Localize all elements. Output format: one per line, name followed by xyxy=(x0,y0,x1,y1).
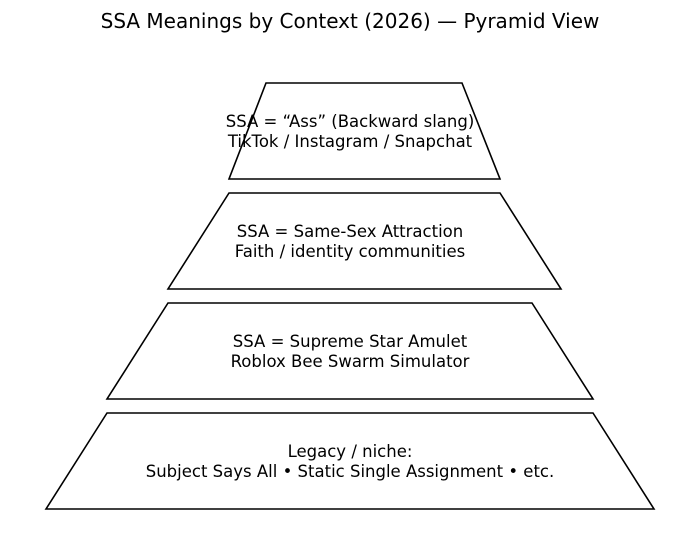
tier-label-line1: SSA = Same-Sex Attraction xyxy=(237,222,463,241)
tier-label-line2: TikTok / Instagram / Snapchat xyxy=(227,132,473,151)
tier-base: Legacy / niche: Subject Says All • Stati… xyxy=(44,412,656,510)
tier-label-line2: Subject Says All • Static Single Assignm… xyxy=(146,462,555,481)
tier-label-line2: Roblox Bee Swarm Simulator xyxy=(231,352,470,371)
tier-shape xyxy=(227,82,502,180)
tier-label-line1: SSA = Supreme Star Amulet xyxy=(233,332,468,351)
tier-third: SSA = Supreme Star Amulet Roblox Bee Swa… xyxy=(105,302,595,400)
diagram-title: SSA Meanings by Context (2026) — Pyramid… xyxy=(100,9,600,33)
tier-label-line1: SSA = “Ass” (Backward slang) xyxy=(226,112,475,131)
tier-shape xyxy=(105,302,595,400)
tier-shape xyxy=(166,192,563,290)
tier-shape xyxy=(44,412,656,510)
tier-top: SSA = “Ass” (Backward slang) TikTok / In… xyxy=(226,82,502,180)
tier-label-line2: Faith / identity communities xyxy=(235,242,465,261)
tier-second: SSA = Same-Sex Attraction Faith / identi… xyxy=(166,192,563,290)
tier-label-line1: Legacy / niche: xyxy=(288,442,413,461)
